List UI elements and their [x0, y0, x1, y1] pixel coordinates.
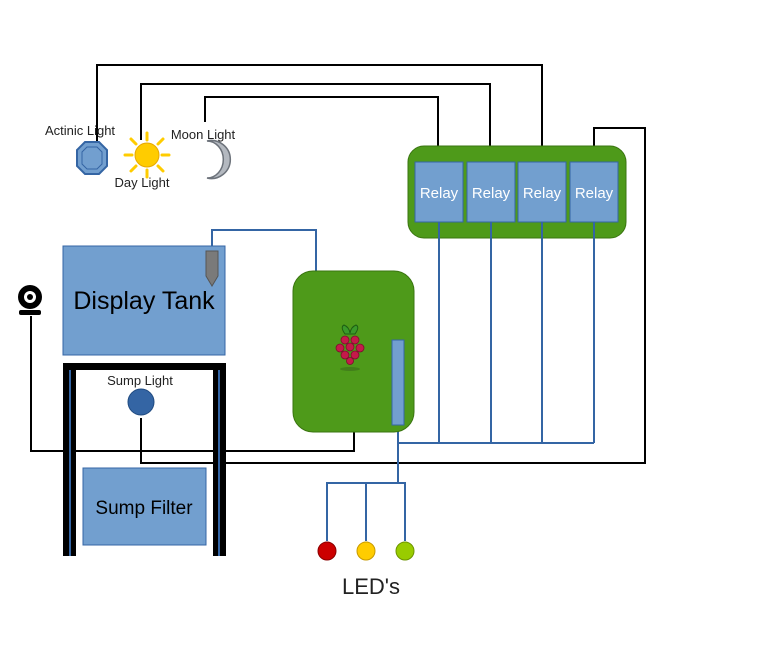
display-tank-label: Display Tank	[73, 287, 215, 315]
raspberry-pi-icon	[335, 324, 365, 371]
stand-inner-left	[69, 370, 71, 556]
webcam-icon	[18, 285, 42, 315]
relay-bus-wire	[397, 425, 594, 444]
wire-camera-to-pi	[30, 316, 355, 452]
relay-row: Relay Relay Relay Relay	[414, 161, 619, 223]
relay-3: Relay	[517, 161, 567, 223]
sump-light	[127, 388, 155, 416]
led-green	[395, 541, 415, 561]
leds-label: LED's	[342, 574, 400, 599]
actinic-light-label: Actinic Light	[45, 123, 115, 138]
relay-4: Relay	[569, 161, 619, 223]
wire-relay-4-to-sump-light	[140, 127, 646, 464]
wire-day-to-relay-2	[140, 83, 491, 162]
moon-light-label: Moon Light	[171, 127, 236, 142]
crescent-moon-icon	[206, 139, 231, 180]
relay-2-label: Relay	[472, 185, 511, 202]
day-light-label: Day Light	[115, 175, 170, 190]
relay-3-label: Relay	[523, 185, 562, 202]
temperature-probe-icon	[205, 250, 219, 287]
led-row	[317, 541, 415, 561]
stand-inner-right	[218, 370, 220, 556]
relay-1: Relay	[414, 161, 464, 223]
display-tank	[62, 245, 226, 356]
led-yellow	[356, 541, 376, 561]
gpio-header	[391, 339, 405, 426]
sump-filter	[82, 467, 207, 546]
stand-top-bar	[63, 363, 226, 370]
light-wires	[30, 64, 646, 464]
sun-icon	[123, 131, 171, 179]
wire-actinic-to-relay-3	[96, 64, 543, 162]
sump-filter-label: Sump Filter	[95, 498, 193, 519]
octagon-lamp-icon	[76, 141, 108, 175]
sump-stand	[63, 363, 226, 556]
relay-4-label: Relay	[575, 185, 614, 202]
led-red	[317, 541, 337, 561]
relay-1-label: Relay	[420, 185, 459, 202]
sump-light-label: Sump Light	[107, 373, 173, 388]
relay-2: Relay	[466, 161, 516, 223]
wire-moon-to-relay-1	[204, 96, 439, 162]
